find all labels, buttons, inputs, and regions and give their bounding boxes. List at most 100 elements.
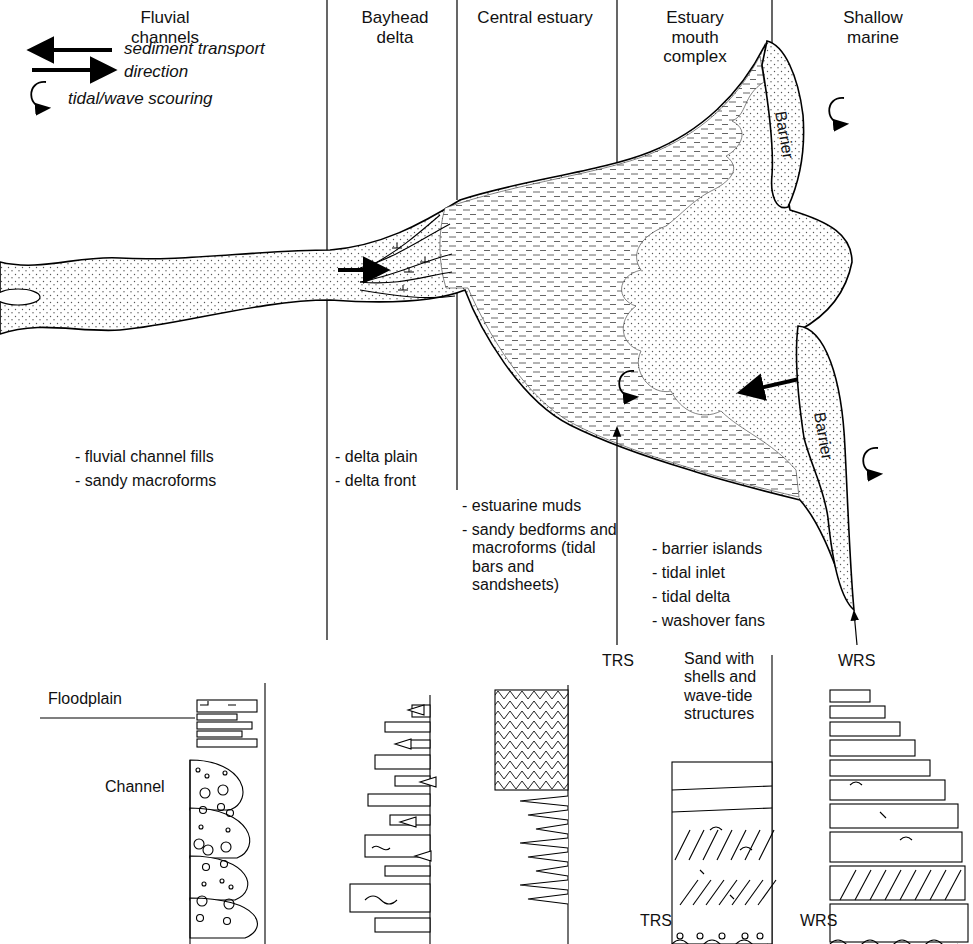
log-column (190, 898, 257, 938)
log-column (218, 804, 225, 811)
facies-item: - sandy macroforms (75, 472, 285, 490)
log-column (203, 845, 213, 855)
scour-symbol (863, 448, 880, 474)
log-column (189, 760, 190, 944)
log-column (197, 739, 257, 747)
log-column (375, 755, 430, 769)
log-column (830, 740, 915, 756)
barrier-island: Barrier (752, 35, 814, 215)
log-column (202, 882, 206, 886)
facies-item: - tidal inlet (652, 564, 822, 582)
delta-channel (360, 215, 455, 298)
barrier-island: Barrier (790, 318, 858, 614)
log-column (757, 933, 763, 939)
barrier-outline (790, 318, 858, 614)
legend-arrow (32, 48, 112, 52)
facies-item: - delta plain (335, 448, 463, 466)
log-column (528, 810, 568, 820)
scour-symbol (829, 98, 846, 124)
log-column (199, 825, 203, 829)
log-label: Channel (105, 778, 185, 796)
log-column (731, 830, 746, 860)
log-column (528, 894, 568, 904)
log-column (197, 700, 257, 712)
log-column (218, 785, 228, 795)
log-column (190, 760, 243, 810)
log-column (675, 830, 690, 860)
log-column (689, 830, 704, 860)
log-column (408, 705, 424, 715)
scour-symbol (619, 371, 636, 397)
log-column (672, 786, 772, 790)
log-column (196, 768, 200, 772)
log-column (840, 870, 856, 900)
log-column (719, 933, 725, 939)
log-column (830, 904, 968, 942)
log-column (830, 722, 900, 736)
log-column (385, 722, 430, 732)
log-column (415, 851, 431, 861)
log-column (520, 796, 568, 806)
log-label: WRS (838, 652, 888, 670)
legend-arrow (32, 68, 112, 72)
facies-item: - tidal delta (652, 588, 822, 606)
transport-arrow (338, 268, 385, 272)
facies-item: - barrier islands (652, 540, 822, 558)
log-column (703, 830, 718, 860)
surface-arrow (854, 612, 857, 645)
log-column (200, 807, 207, 814)
facies-item: - sandy bedforms and macroforms (tidal b… (462, 521, 624, 595)
column-heading: Bayhead delta (345, 8, 445, 47)
log-label: TRS (602, 652, 642, 670)
log-column (190, 856, 248, 900)
marsh-symbol (392, 243, 430, 290)
log-column (697, 933, 703, 939)
log-label: TRS (640, 912, 680, 930)
log-column (203, 864, 210, 871)
log-column (197, 915, 204, 922)
log-column (495, 690, 568, 790)
log-column (520, 880, 568, 890)
estuarine-mud (440, 56, 799, 497)
log-column (758, 880, 776, 905)
log-column (528, 852, 568, 862)
log-column (227, 810, 234, 817)
log-column (700, 827, 752, 899)
log-column (830, 690, 870, 702)
log-column (830, 804, 958, 828)
log-column (672, 762, 772, 944)
log-column (830, 706, 885, 718)
log-label: WRS (800, 912, 840, 930)
log-column (742, 933, 748, 939)
log-column (900, 870, 916, 900)
log-column (226, 828, 230, 832)
legend-text: tidal/wave scouring (68, 88, 268, 111)
log-column (677, 933, 683, 939)
log-column (190, 808, 250, 858)
log-column (197, 896, 207, 906)
log-column (855, 870, 871, 900)
log-column (395, 739, 411, 749)
log-column (220, 879, 224, 883)
log-column (224, 918, 231, 925)
log-column (717, 830, 732, 860)
log-column (915, 870, 931, 900)
legend-text: sediment transport direction (124, 38, 284, 84)
log-column (830, 832, 962, 862)
log-column (368, 794, 430, 806)
column-heading: Estuary mouth complex (652, 8, 738, 67)
facies-item: - delta front (335, 472, 463, 490)
log-column (930, 870, 946, 900)
facies-item: - estuarine muds (462, 497, 622, 515)
log-column (223, 771, 227, 775)
log-column (885, 870, 901, 900)
log-column (830, 780, 945, 800)
log-label: Floodplain (48, 690, 168, 708)
log-column (400, 817, 416, 827)
log-column (200, 788, 210, 798)
log-column (197, 722, 252, 729)
estuary-sand (0, 45, 852, 605)
scour-symbol (31, 82, 48, 108)
log-label: Sand with shells and wave-tide structure… (684, 650, 768, 724)
log-column (385, 866, 430, 876)
